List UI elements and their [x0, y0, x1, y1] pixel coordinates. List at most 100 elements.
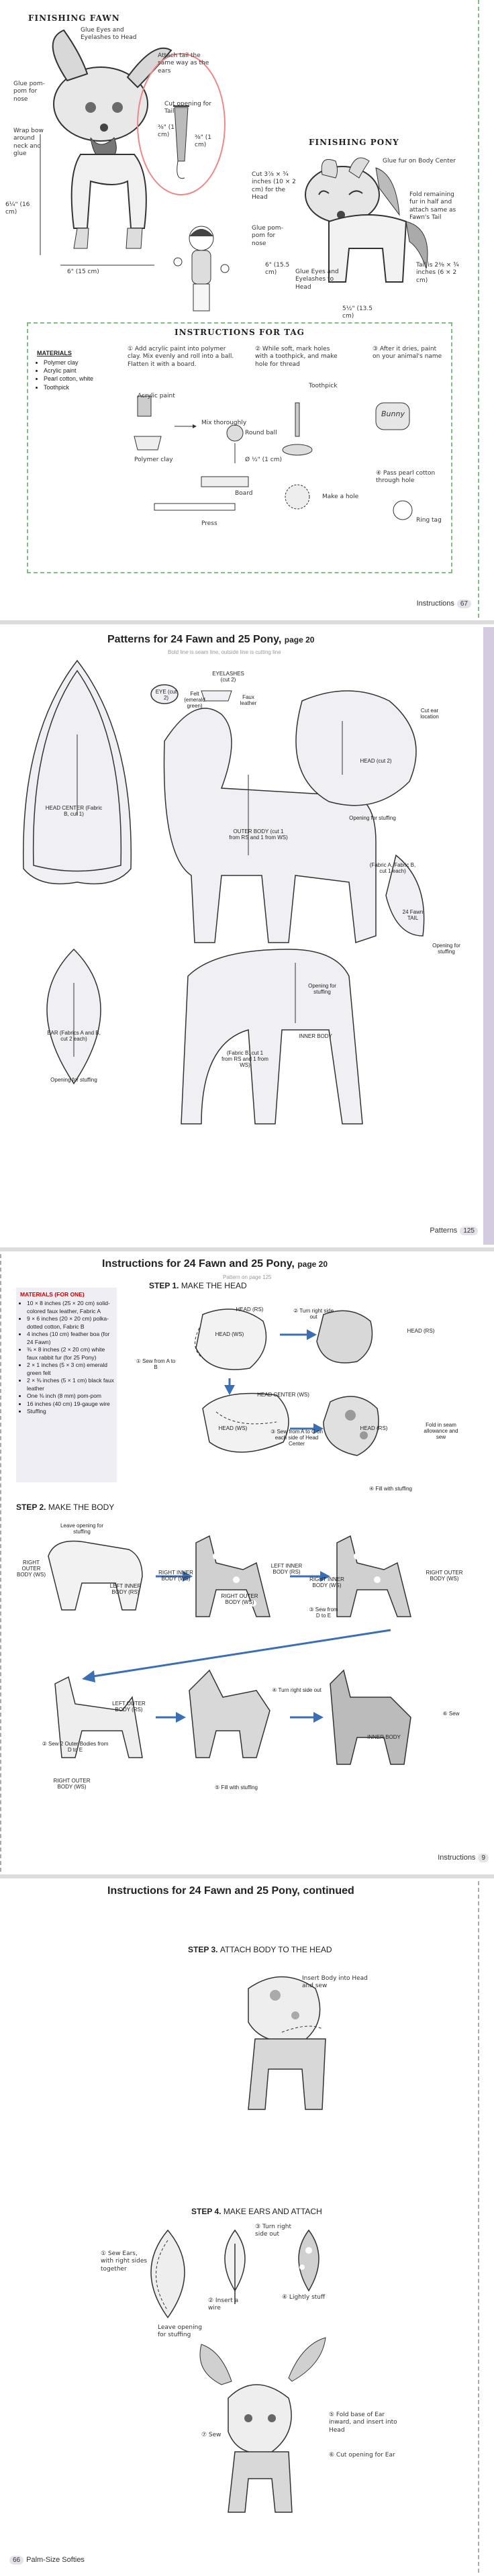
- s2-turn-right: ④ Turn right side out: [272, 1687, 322, 1693]
- material-item: 2 × 1 inches (5 × 3 cm) emerald green fe…: [27, 1362, 114, 1377]
- fawn-tail-w2: ⅜" (1 cm): [195, 134, 211, 149]
- page4-footer-label: Palm-Size Softies: [26, 2556, 85, 2564]
- materials-list: MATERIALS (FOR ONE) 10 × 8 inches (25 × …: [20, 1291, 114, 1416]
- s1-head-rs-b: HEAD (RS): [407, 1328, 435, 1334]
- tag-round-ball: Round ball: [245, 430, 277, 436]
- step2-heading: STEP 2. MAKE THE BODY: [16, 1502, 114, 1512]
- s1-head-rs-a: HEAD (RS): [236, 1306, 264, 1313]
- s2-left-inner-a: LEFT INNER BODY (RS): [109, 1583, 142, 1596]
- pattern-ear: EAR (Fabrics A and B, cut 2 each): [47, 1030, 101, 1043]
- tag-press: Press: [201, 520, 217, 527]
- pattern-felt-label: Felt (emerald green): [184, 691, 205, 710]
- s2-fill-stuff: ⑤ Fill with stuffing: [215, 1784, 258, 1791]
- tag-title: INSTRUCTIONS FOR TAG: [175, 328, 305, 337]
- page-separator: [0, 620, 494, 624]
- step4-sew-ears: ① Sew Ears, with right sides together: [101, 2250, 148, 2273]
- page-finishing: FINISHING FAWN Glue Eyes and Eyelashes t…: [0, 0, 479, 618]
- tag-material-item: Pearl cotton, white: [44, 375, 117, 383]
- patterns-title-text: Patterns for 24 Fawn and 25 Pony,: [107, 634, 282, 645]
- fawn-cut-opening: Cut opening for Tail: [164, 101, 211, 115]
- pattern-opening-ear: Opening for stuffing: [50, 1077, 97, 1083]
- step3-illustration: [248, 1976, 326, 2110]
- step4-cut-opening: ⑥ Cut opening for Ear: [329, 2452, 395, 2459]
- patterns-title: Patterns for 24 Fawn and 25 Pony, page 2…: [107, 634, 314, 646]
- s1-sew-a-b: ① Sew from A to B: [136, 1358, 176, 1371]
- material-item: 16 inches (40 cm) 19-gauge wire: [27, 1400, 114, 1408]
- step4-fold-base: ⑤ Fold base of Ear inward, and insert in…: [329, 2412, 397, 2434]
- step1-illustration: [195, 1308, 379, 1456]
- instr2-title-cont: continued: [303, 1885, 354, 1897]
- fawn-wrap-bow: Wrap bow around neck and glue: [13, 128, 44, 157]
- pattern-cut-ear: Cut ear location: [420, 708, 439, 720]
- s1-turn-right: ② Turn right side out: [293, 1308, 334, 1321]
- step4-illustration: [150, 2229, 326, 2513]
- material-item: 4 inches (10 cm) feather boa (for 24 Faw…: [27, 1331, 114, 1346]
- s1-sew-a-c: ③ Sew from A to C on each side of Head C…: [270, 1429, 323, 1447]
- s2-sew-d-e: ③ Sew from D to E: [309, 1607, 338, 1619]
- tag-ball-size: Ø ½" (1 cm): [245, 457, 282, 463]
- fawn-attach-tail: Attach tail the same way as the ears: [158, 52, 209, 75]
- page-instructions-1: Instructions for 24 Fawn and 25 Pony, pa…: [0, 1254, 494, 1872]
- s2-right-outer-b: RIGHT OUTER BODY (WS): [221, 1593, 258, 1606]
- fawn-illustration: [40, 29, 172, 266]
- tag-material-item: Toothpick: [44, 383, 117, 391]
- step1-label: STEP 1.: [149, 1281, 179, 1290]
- finishing-fawn-title: FINISHING FAWN: [28, 13, 120, 23]
- step4-insert-wire: ② Insert a wire: [208, 2297, 239, 2312]
- page-patterns: Patterns for 24 Fawn and 25 Pony, page 2…: [0, 627, 494, 1245]
- s1-head-center: HEAD CENTER (WS): [257, 1392, 309, 1398]
- step2-label: STEP 2.: [16, 1502, 46, 1512]
- tag-material-item: Acrylic paint: [44, 367, 117, 375]
- s2-sew6: ⑥ Sew: [442, 1711, 460, 1717]
- pony-width: 5½" (13.5 cm): [342, 305, 373, 320]
- pony-glue-pom: Glue pom-pom for nose: [252, 225, 283, 247]
- pattern-outer-body: OUTER BODY (cut 1 from RS and 1 from WS): [229, 828, 288, 841]
- instr-title-page: page 20: [297, 1259, 328, 1269]
- pattern-inner-body: INNER BODY: [299, 1033, 332, 1039]
- pony-glue-center: Glue fur on Body Center: [383, 158, 456, 164]
- material-item: 10 × 8 inches (25 × 20 cm) solid-colored…: [27, 1300, 114, 1315]
- s1-head-rs-c: HEAD (RS): [360, 1425, 388, 1431]
- pony-cut-inches: Cut 3⅞ × ¾ inches (10 × 2 cm) for the He…: [252, 171, 296, 201]
- fawn-tail-w1: ⅜" (1 cm): [158, 124, 175, 139]
- s1-fill-stuff: ④ Fill with stuffing: [369, 1486, 412, 1492]
- tag-step1: ① Add acrylic paint into polymer clay. M…: [128, 346, 234, 368]
- fawn-glue-eyes: Glue Eyes and Eyelashes to Head: [81, 27, 137, 42]
- tag-steps-illustration: [134, 395, 413, 520]
- s2-inner-body: INNER BODY: [367, 1734, 401, 1740]
- instr2-title: Instructions for 24 Fawn and 25 Pony, co…: [107, 1885, 354, 1897]
- page-separator: [0, 1247, 494, 1251]
- material-item: One ⅜ inch (8 mm) pom-pom: [27, 1392, 114, 1400]
- fawn-glue-pom: Glue pom-pom for nose: [13, 81, 45, 103]
- step3-insert-body: Insert Body into Head and sew: [302, 1975, 368, 1990]
- s1-head-ws-b: HEAD (WS): [218, 1425, 248, 1431]
- pattern-opening-tail: Opening for stuffing: [432, 943, 460, 955]
- patterns-subtitle: Bold line is seam line, outside line is …: [168, 649, 281, 655]
- pattern-faux-leather: Faux leather: [240, 694, 257, 707]
- tag-make-hole: Make a hole: [322, 493, 359, 500]
- finishing-pony-title: FINISHING PONY: [309, 138, 399, 147]
- step4-label: STEP 4.: [191, 2207, 221, 2216]
- pattern-eyelashes-label: EYELASHES (cut 2): [212, 671, 244, 683]
- step4-text: MAKE EARS AND ATTACH: [223, 2207, 322, 2216]
- girl-illustration: [173, 226, 230, 312]
- page2-footer-num: 125: [460, 1227, 478, 1235]
- step4-turn-right: ③ Turn right side out: [255, 2224, 292, 2238]
- step1-text: MAKE THE HEAD: [181, 1281, 247, 1290]
- tag-mix: Mix thoroughly: [201, 420, 247, 426]
- pattern-opening-inner: Opening for stuffing: [308, 983, 336, 996]
- instr-title-text: Instructions for 24 Fawn and 25 Pony,: [102, 1258, 295, 1270]
- s1-fold-seam: Fold in seam allowance and sew: [424, 1422, 458, 1441]
- page4-footer-num: 66: [9, 2556, 24, 2565]
- step2-illustration: [48, 1535, 411, 1765]
- s2-right-outer-c: RIGHT OUTER BODY (WS): [426, 1570, 463, 1582]
- step3-heading: STEP 3. ATTACH BODY TO THE HEAD: [188, 1945, 332, 1954]
- patterns-sheet: [22, 659, 425, 1125]
- tag-instructions-box: [27, 322, 452, 573]
- page3-footer-label: Instructions: [438, 1854, 476, 1862]
- s2-right-outer-d: RIGHT OUTER BODY (WS): [53, 1778, 91, 1791]
